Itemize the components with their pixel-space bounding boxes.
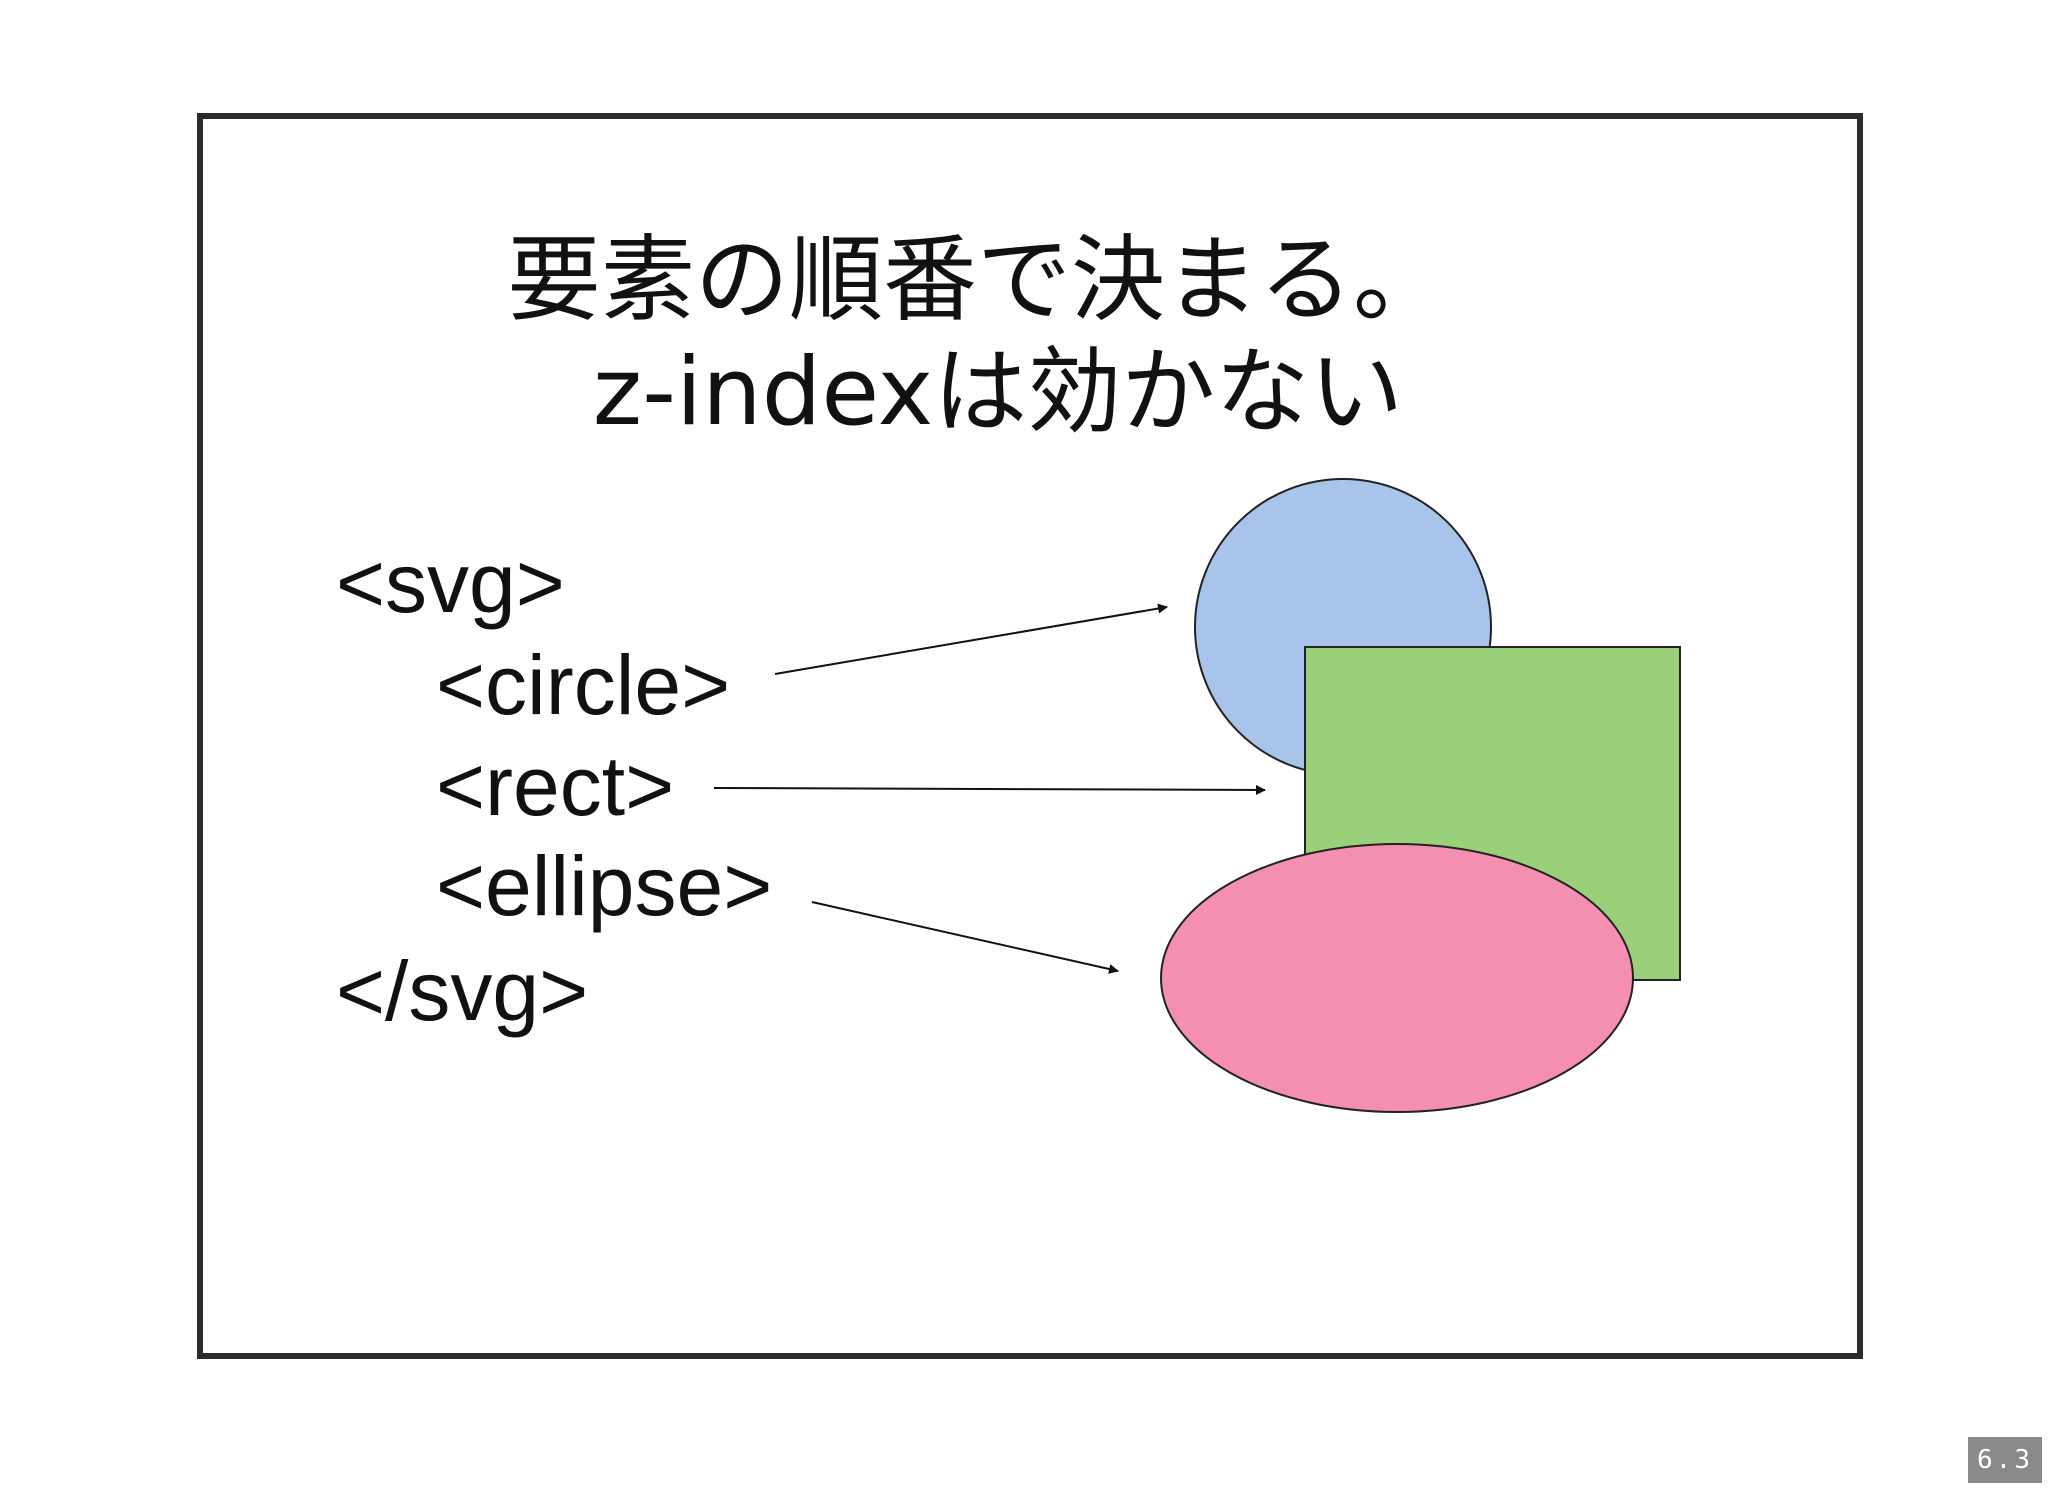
arrow-ellipse [811, 901, 1119, 974]
slide-title-line-2: z-indexは効かない [593, 338, 1403, 447]
page-counter: 6.3 [1968, 1437, 2042, 1483]
code-line-svg-open: <svg> [336, 536, 565, 630]
code-line-rect: <rect> [436, 739, 674, 833]
slide-title-line-1: 要素の順番で決まる。 [507, 226, 1447, 335]
code-line-ellipse: <ellipse> [436, 839, 772, 933]
arrow-rect [713, 784, 1266, 795]
code-line-svg-close: </svg> [336, 944, 588, 1038]
arrow-circle [774, 603, 1168, 675]
pink-ellipse-shape [1160, 843, 1634, 1113]
code-line-circle: <circle> [436, 638, 730, 732]
